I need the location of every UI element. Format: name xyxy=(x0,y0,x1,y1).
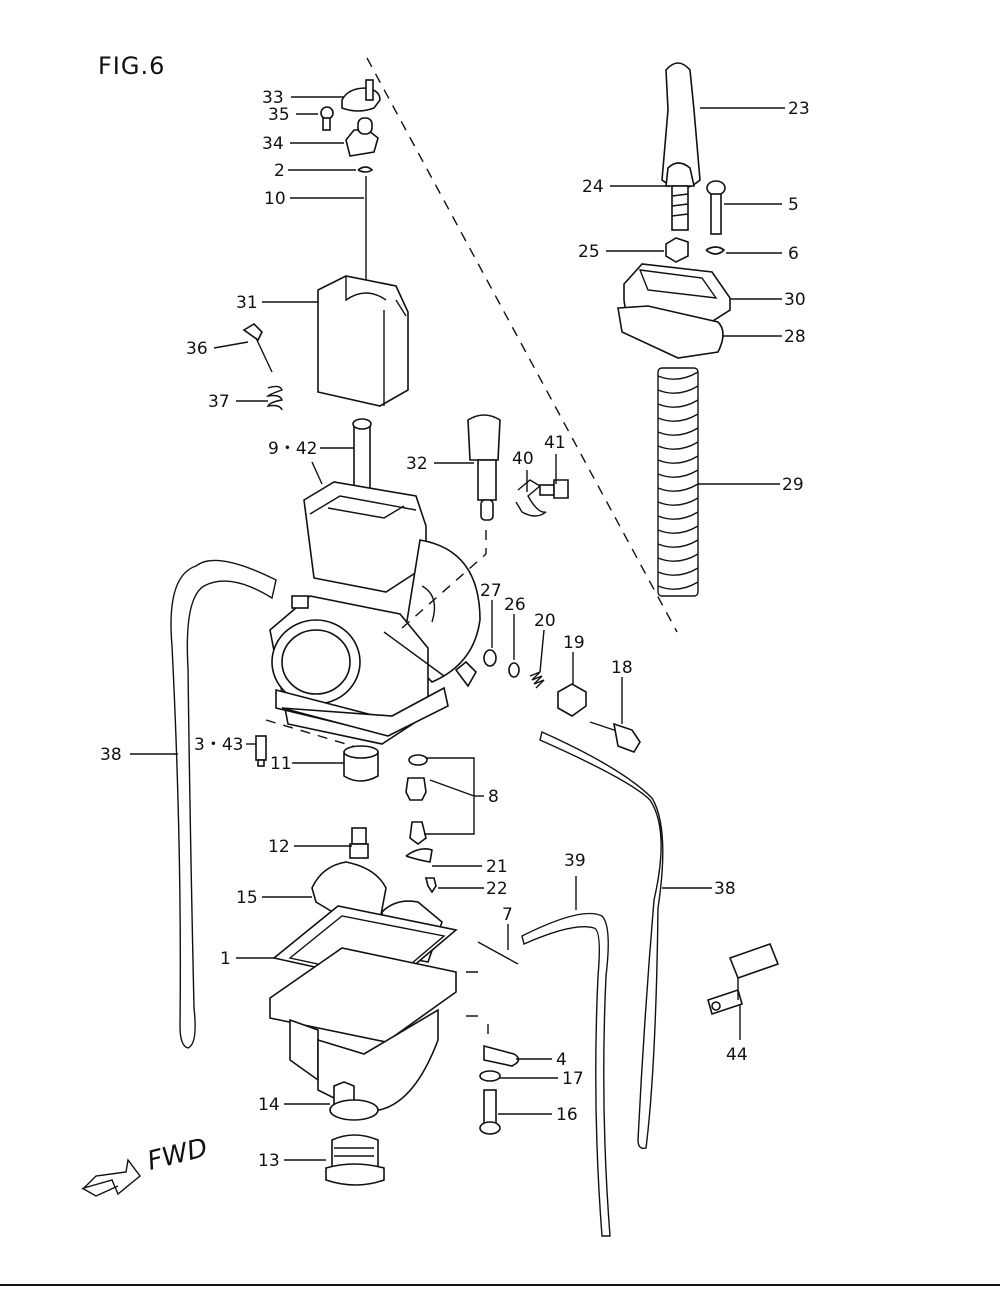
part-label: 21 xyxy=(486,857,508,877)
part-label: 4 xyxy=(556,1050,567,1070)
part-label: 19 xyxy=(563,633,585,653)
part-label: 6 xyxy=(788,244,799,264)
part-label: 24 xyxy=(582,177,604,197)
throttle-return-spring xyxy=(657,367,699,597)
throttle-stop-screw xyxy=(589,721,641,753)
part-label: 5 xyxy=(788,195,799,215)
part-label: 1 xyxy=(220,949,231,969)
part-label: 3・43 xyxy=(194,735,243,755)
part-label: 34 xyxy=(262,134,284,154)
part-label: 38 xyxy=(100,745,122,765)
part-label: 23 xyxy=(788,99,810,119)
bowl-drain-plug xyxy=(325,1134,385,1186)
oring-27 xyxy=(483,649,497,667)
choke-plunger xyxy=(467,414,501,521)
part-label: 44 xyxy=(726,1045,748,1065)
part-label: 16 xyxy=(556,1105,578,1125)
cable-adjuster xyxy=(665,162,695,231)
part-label: 15 xyxy=(236,888,258,908)
part-label: 40 xyxy=(512,449,534,469)
part-label: 7 xyxy=(502,905,513,925)
overflow-tube xyxy=(521,912,611,1237)
top-washer xyxy=(705,246,726,255)
part-label: 31 xyxy=(236,293,258,313)
part-label: 28 xyxy=(784,327,806,347)
float-arm-pin-screw xyxy=(424,877,437,894)
cable-clamp xyxy=(707,942,780,1016)
part-label: 32 xyxy=(406,454,428,474)
bowl-washer xyxy=(479,1070,501,1082)
part-label: 14 xyxy=(258,1095,280,1115)
part-label: 30 xyxy=(784,290,806,310)
needle-clip xyxy=(357,166,374,173)
page-bottom-rule xyxy=(0,1284,1000,1286)
part-label: 33 xyxy=(262,88,284,108)
forward-direction-label: FWD xyxy=(144,1133,210,1177)
part-label: 10 xyxy=(264,189,286,209)
throttle-valve xyxy=(317,275,409,407)
part-label: 9・42 xyxy=(268,439,317,459)
adjuster-nut xyxy=(665,237,689,263)
float-needle xyxy=(409,821,427,845)
part-label: 20 xyxy=(534,611,556,631)
carburetor-body xyxy=(269,481,481,745)
starter-plunger-tube xyxy=(352,418,372,503)
part-label: 8 xyxy=(488,787,499,807)
float-arm-clip xyxy=(405,848,433,863)
part-label: 17 xyxy=(562,1069,584,1089)
forward-arrow-icon xyxy=(81,1158,141,1196)
top-cover-screw xyxy=(706,180,726,235)
part-label: 35 xyxy=(268,105,290,125)
bowl-screw xyxy=(479,1089,501,1135)
part-label: 11 xyxy=(270,754,292,774)
float-valve-oring xyxy=(408,754,428,766)
part-label: 26 xyxy=(504,595,526,615)
vent-tube-right xyxy=(539,731,664,1150)
nut-19 xyxy=(557,683,587,717)
washer-26 xyxy=(508,662,520,678)
part-label: 37 xyxy=(208,392,230,412)
throttle-stop-bracket xyxy=(515,479,547,517)
bowl-plate xyxy=(483,1044,520,1067)
main-jet xyxy=(349,827,369,859)
vent-tube-left xyxy=(170,559,277,1049)
float-valve-seat xyxy=(405,777,427,801)
float-pin xyxy=(477,941,519,965)
cap-screw xyxy=(320,106,334,131)
forward-arrow-shaft xyxy=(81,1185,119,1197)
assembly-axis-line xyxy=(366,57,678,633)
screw-leader xyxy=(466,971,489,1034)
part-label: 36 xyxy=(186,339,208,359)
part-label: 38 xyxy=(714,879,736,899)
air-screw-spring xyxy=(265,385,283,411)
part-label: 25 xyxy=(578,242,600,262)
float-bowl xyxy=(269,947,457,1112)
air-screw xyxy=(242,322,273,373)
part-label: 27 xyxy=(480,581,502,601)
spring-20 xyxy=(529,671,545,689)
bowl-oring xyxy=(329,1099,379,1121)
part-label: 12 xyxy=(268,837,290,857)
leader-lines xyxy=(130,96,785,1161)
part-label: 41 xyxy=(544,433,566,453)
part-label: 29 xyxy=(782,475,804,495)
part-label: 2 xyxy=(274,161,285,181)
part-label: 13 xyxy=(258,1151,280,1171)
needle-jet-holder xyxy=(343,745,379,782)
pilot-jet xyxy=(255,735,267,767)
part-label: 18 xyxy=(611,658,633,678)
figure-title: FIG.6 xyxy=(98,52,165,80)
cable-adjuster-block xyxy=(345,117,379,157)
part-label: 39 xyxy=(564,851,586,871)
part-label: 22 xyxy=(486,879,508,899)
throttle-cap-plate xyxy=(341,79,381,112)
bracket-bolt xyxy=(539,479,569,499)
